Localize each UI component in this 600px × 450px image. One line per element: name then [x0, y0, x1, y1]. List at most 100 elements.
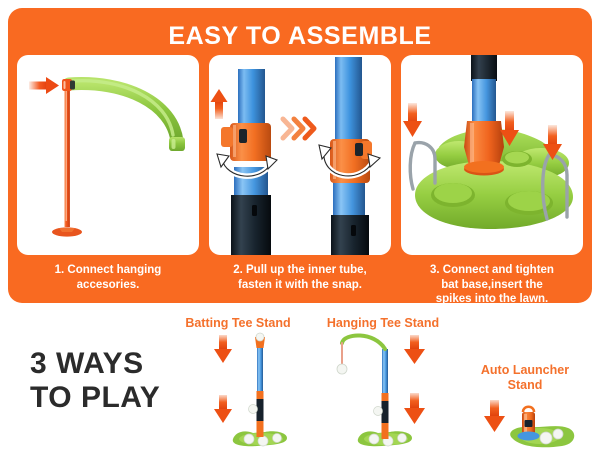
curved-green-arm: [62, 77, 184, 148]
black-grip-left: [231, 195, 271, 255]
ball-left: [243, 433, 255, 445]
step-3-caption: 3. Connect and tighten bat base,insert t…: [404, 263, 580, 307]
down-arrow-icon-lower: [404, 393, 425, 424]
step-2-illustration: [209, 55, 391, 255]
ball-mid: [373, 406, 383, 416]
hanging-tee-graphic: [336, 333, 425, 447]
pole-blue-section: [257, 347, 263, 393]
step-1-illustration: [17, 55, 199, 255]
green-arm-highlight: [71, 79, 175, 137]
step-3-illustration: [401, 55, 583, 255]
collar-flange-top: [464, 161, 504, 173]
black-tube-top: [471, 55, 497, 81]
assembly-step-1: 1. Connect hanging accesories.: [17, 55, 199, 307]
ball-two: [552, 428, 564, 440]
down-arrow-icon-upper: [214, 335, 232, 363]
assembly-step-2: 2. Pull up the inner tube, fasten it wit…: [209, 55, 391, 307]
joint-clip: [70, 80, 75, 90]
collar-highlight: [470, 123, 474, 167]
step-3-caption-line-3: spikes into the lawn.: [435, 293, 549, 305]
figure-hanging-tee-stand: [330, 331, 455, 448]
pole-orange-collar: [381, 393, 389, 403]
step-1-caption-line-2: accesories.: [76, 278, 140, 291]
ball-right: [272, 433, 282, 443]
assembly-section: EASY TO ASSEMBLE: [8, 8, 592, 305]
auto-launcher-graphic: [484, 400, 575, 448]
green-cap-highlight: [171, 139, 176, 149]
pole-blue-section: [382, 349, 388, 395]
pole-black-section: [256, 399, 264, 423]
clamp-highlight-right: [333, 141, 336, 179]
clamp-window-right: [355, 143, 363, 156]
snap-clamp-left: [230, 123, 271, 161]
pole-orange-foot: [256, 421, 264, 437]
page-title: EASY TO ASSEMBLE: [168, 22, 432, 50]
ways-heading-line-2: TO PLAY: [30, 381, 161, 414]
ball-mid: [248, 404, 258, 414]
mode-label-auto-launcher-stand: Auto Launcher Stand: [460, 363, 590, 393]
ball-left: [368, 433, 380, 445]
ball-center: [257, 435, 269, 447]
mode-label-batting-tee-stand: Batting Tee Stand: [185, 316, 291, 330]
curved-green-arm: [340, 333, 387, 351]
step-2-graphic: [210, 57, 382, 255]
step-1-caption-line-1: 1. Connect hanging: [54, 264, 162, 276]
auto-launcher-label-line-1: Auto Launcher: [480, 363, 570, 377]
chevron-right-icon: [280, 116, 317, 141]
rotate-arrow-icon-left: [216, 153, 278, 179]
step-3-graphic: [403, 55, 573, 229]
inner-tube-right: [335, 57, 362, 141]
down-arrow-icon-right: [543, 125, 562, 160]
clamp-lever-left: [221, 127, 233, 147]
ground-spike-left-b: [413, 140, 437, 185]
batting-tee-graphic: [214, 332, 287, 447]
down-arrow-icon-lower: [214, 395, 232, 423]
clamp-highlight-left: [233, 125, 236, 157]
orange-pole: [64, 85, 70, 227]
clamp-window-left: [239, 129, 247, 143]
up-arrow-icon: [210, 89, 228, 119]
assembly-steps-row: 1. Connect hanging accesories.: [8, 55, 592, 307]
launcher-handle: [521, 405, 536, 413]
step-2-caption-line-1: 2. Pull up the inner tube,: [233, 264, 367, 276]
ground-spike-right-a: [541, 153, 551, 221]
down-arrow-icon-left: [403, 103, 422, 137]
ball-cup-left-inner: [434, 183, 472, 203]
pole-orange-foot: [381, 423, 389, 439]
ball-one: [539, 431, 553, 445]
black-grip-right: [331, 215, 369, 255]
down-arrow-icon-center: [500, 111, 519, 146]
pole-black-section: [381, 401, 389, 425]
down-arrow-icon: [484, 400, 505, 432]
step-1-graphic: [29, 77, 185, 237]
step-2-caption-line-2: fasten it with the snap.: [238, 278, 362, 291]
mode-label-hanging-tee-stand: Hanging Tee Stand: [326, 316, 440, 330]
tube-assembly-before: [210, 69, 278, 255]
rotate-arrow-icon-right: [318, 144, 382, 179]
pole-foot-collar: [59, 228, 75, 232]
step-3-caption-line-2: bat base,insert the: [441, 278, 543, 291]
hanging-ball: [336, 363, 348, 375]
ball-on-tee: [255, 332, 265, 342]
grip-slot-left: [252, 205, 257, 216]
auto-launcher-label-line-2: Stand: [507, 378, 543, 392]
figure-auto-launcher-stand: [472, 400, 587, 450]
step-3-caption-line-1: 3. Connect and tighten: [430, 264, 554, 276]
right-arrow-icon: [29, 77, 59, 94]
down-arrow-icon-upper: [404, 335, 425, 364]
green-arm-end-cap: [169, 137, 185, 151]
figure-batting-tee-stand: [195, 332, 315, 448]
ways-heading-line-1: 3 WAYS: [30, 347, 144, 380]
ways-to-play-section: 3 WAYS TO PLAY Batting Tee Stand Hanging…: [0, 305, 600, 450]
launcher-window: [524, 420, 533, 427]
joint-highlight: [63, 81, 66, 89]
blue-tube-center: [472, 79, 496, 123]
ground-spike-left-a: [408, 141, 417, 191]
pole-orange-collar: [256, 391, 264, 401]
ball-cup-top-inner: [505, 151, 529, 164]
ball-right: [397, 433, 407, 443]
grip-slot-right: [351, 225, 356, 236]
tube-assembly-after: [318, 57, 382, 255]
orange-pole-highlight: [65, 89, 67, 221]
launcher-foot: [517, 431, 540, 441]
